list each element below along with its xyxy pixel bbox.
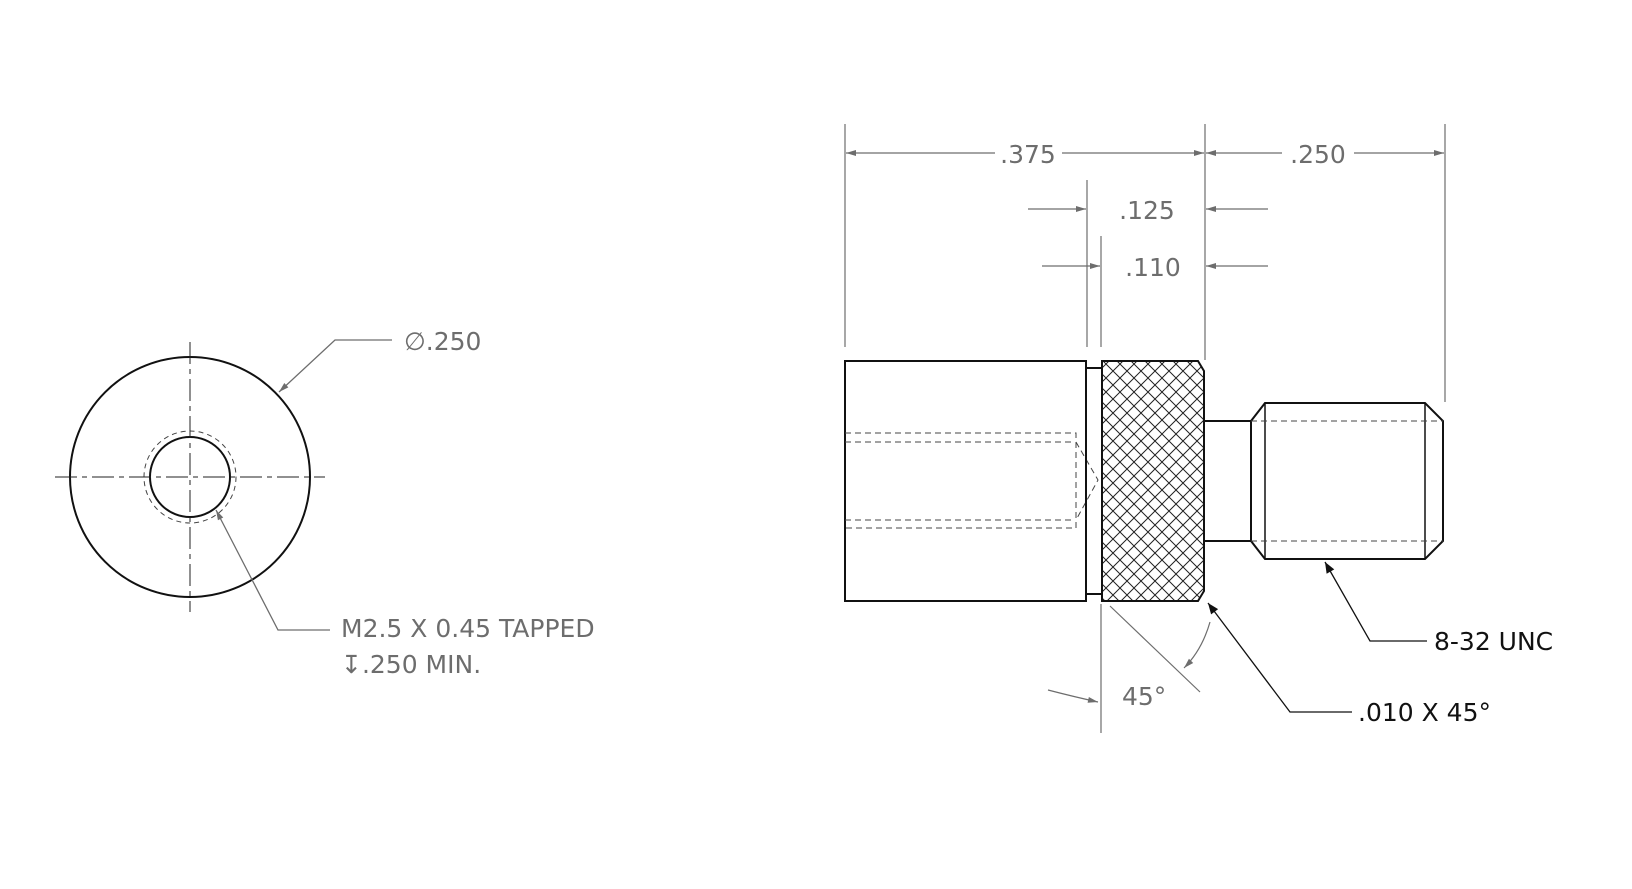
chamfer-note-leader — [1207, 602, 1352, 713]
diameter-label: ∅.250 — [404, 327, 481, 356]
side-view: .375 .250 .125 .110 45° .010 X 45° 8-32 … — [844, 124, 1553, 733]
thread-note-leader — [1324, 561, 1427, 642]
end-view: ∅.250 M2.5 X 0.45 TAPPED ↧.250 MIN. — [55, 327, 595, 679]
thread-note: 8-32 UNC — [1434, 627, 1553, 656]
dim-125-label: .125 — [1119, 196, 1175, 225]
thread-stud-outline — [1250, 402, 1444, 560]
body-outline — [844, 360, 1087, 602]
thread-minor-hidden-lines — [1251, 420, 1443, 542]
angle-label: 45° — [1122, 682, 1166, 711]
dim-110-label: .110 — [1125, 253, 1181, 282]
tap-note-leader — [215, 509, 330, 631]
angle-arc-upper — [1183, 621, 1211, 669]
dim-375-label: .375 — [1000, 140, 1056, 169]
knurl-outline — [1101, 360, 1205, 602]
dim-250-label: .250 — [1290, 140, 1346, 169]
neck-outline — [1203, 420, 1252, 542]
chamfer-note: .010 X 45° — [1358, 698, 1491, 727]
angle-arc-lower — [1047, 689, 1099, 703]
knurl-fill — [1102, 361, 1204, 601]
tap-note-line2: ↧.250 MIN. — [341, 650, 481, 679]
tap-note-line1: M2.5 X 0.45 TAPPED — [341, 614, 595, 643]
diameter-leader — [278, 339, 392, 393]
extension-lines — [844, 124, 1446, 733]
groove-outline — [1085, 367, 1103, 595]
tapped-hole-hidden-lines — [845, 432, 1099, 529]
